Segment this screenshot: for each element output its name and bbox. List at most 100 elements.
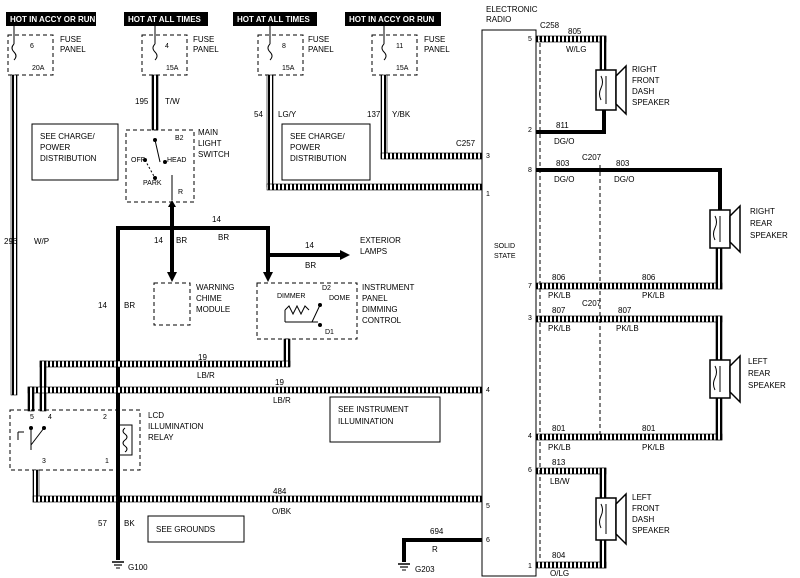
arrow-chime: [167, 272, 177, 282]
svg-text:STATE: STATE: [494, 253, 516, 260]
svg-text:14: 14: [305, 241, 314, 250]
svg-text:R: R: [178, 189, 183, 196]
svg-text:PANEL: PANEL: [193, 45, 219, 54]
svg-text:PANEL: PANEL: [60, 45, 86, 54]
svg-text:195: 195: [135, 97, 149, 106]
speaker-left-front: LEFT FRONT DASH SPEAKER: [595, 492, 670, 546]
svg-text:1: 1: [486, 191, 490, 198]
svg-text:SPEAKER: SPEAKER: [748, 381, 786, 390]
svg-text:3: 3: [42, 458, 46, 465]
svg-text:DOME: DOME: [329, 295, 350, 302]
svg-text:HOT IN ACCY OR RUN: HOT IN ACCY OR RUN: [349, 15, 435, 24]
svg-text:LAMPS: LAMPS: [360, 247, 387, 256]
svg-text:5: 5: [528, 36, 532, 43]
svg-text:REAR: REAR: [748, 369, 770, 378]
svg-text:RELAY: RELAY: [148, 433, 174, 442]
svg-text:SOLID: SOLID: [494, 243, 515, 250]
arrow-exterior: [340, 250, 350, 260]
svg-text:LIGHT: LIGHT: [198, 139, 222, 148]
svg-text:FUSE: FUSE: [308, 35, 329, 44]
svg-text:6: 6: [528, 467, 532, 474]
svg-text:BK: BK: [124, 519, 135, 528]
dimming-control: DIMMER D2 DOME D1 INSTRUMENT PANEL DIMMI…: [256, 282, 415, 340]
svg-text:DISTRIBUTION: DISTRIBUTION: [290, 154, 347, 163]
svg-text:PK/LB: PK/LB: [548, 324, 571, 333]
svg-text:811: 811: [556, 121, 569, 130]
svg-text:DASH: DASH: [632, 87, 654, 96]
svg-text:15A: 15A: [166, 65, 179, 72]
svg-text:D2: D2: [322, 285, 331, 292]
svg-text:11: 11: [396, 43, 403, 50]
svg-text:3: 3: [528, 315, 532, 322]
svg-text:296: 296: [4, 237, 18, 246]
svg-text:4: 4: [48, 414, 52, 421]
svg-text:FUSE: FUSE: [424, 35, 445, 44]
svg-text:G100: G100: [128, 563, 148, 572]
svg-text:W/LG: W/LG: [566, 45, 586, 54]
lcd-illumination-relay: 5 4 2 3 1 LCD ILLUMINATION RELAY: [9, 409, 204, 471]
arrow-dimmer: [263, 272, 273, 282]
ground-g203: G203: [398, 538, 482, 574]
svg-text:807: 807: [618, 306, 632, 315]
svg-text:PARK: PARK: [143, 180, 162, 187]
arrow-switch: [168, 200, 176, 207]
svg-text:ILLUMINATION: ILLUMINATION: [338, 417, 394, 426]
svg-text:54: 54: [254, 110, 263, 119]
svg-text:MAIN: MAIN: [198, 128, 218, 137]
svg-text:FRONT: FRONT: [632, 504, 660, 513]
svg-text:O/BK: O/BK: [272, 507, 292, 516]
electronic-radio: ELECTRONIC RADIO SOLID STATE 5 2 3 1 8 7…: [481, 5, 538, 577]
svg-text:DISTRIBUTION: DISTRIBUTION: [40, 154, 97, 163]
svg-text:FUSE: FUSE: [60, 35, 81, 44]
svg-text:PK/LB: PK/LB: [616, 324, 639, 333]
svg-text:DG/O: DG/O: [554, 175, 574, 184]
fuse-4: 4 15A FUSE PANEL: [141, 26, 219, 76]
svg-text:6: 6: [30, 43, 34, 50]
svg-text:SPEAKER: SPEAKER: [750, 231, 788, 240]
header-2: HOT AT ALL TIMES: [124, 12, 208, 26]
svg-text:PANEL: PANEL: [424, 45, 450, 54]
svg-text:PK/LB: PK/LB: [642, 291, 665, 300]
svg-text:W/P: W/P: [34, 237, 49, 246]
svg-text:806: 806: [552, 273, 566, 282]
header-4: HOT IN ACCY OR RUN: [345, 12, 441, 26]
svg-text:5: 5: [486, 503, 490, 510]
svg-text:BR: BR: [218, 233, 229, 242]
svg-text:15A: 15A: [396, 65, 409, 72]
svg-text:HOT IN ACCY OR RUN: HOT IN ACCY OR RUN: [10, 15, 96, 24]
wire-19: [27, 338, 483, 412]
svg-text:1: 1: [105, 458, 109, 465]
svg-text:8: 8: [528, 167, 532, 174]
svg-text:801: 801: [642, 424, 656, 433]
svg-text:C207: C207: [582, 153, 602, 162]
svg-text:CHIME: CHIME: [196, 294, 222, 303]
svg-text:RADIO: RADIO: [486, 15, 511, 24]
svg-text:484: 484: [273, 487, 287, 496]
svg-text:R: R: [432, 545, 438, 554]
svg-text:MODULE: MODULE: [196, 305, 230, 314]
fuse-6: 6 20A FUSE PANEL: [7, 26, 86, 76]
svg-text:4: 4: [165, 43, 169, 50]
svg-text:EXTERIOR: EXTERIOR: [360, 236, 401, 245]
speaker-wires: [535, 35, 723, 569]
svg-text:PANEL: PANEL: [362, 294, 388, 303]
svg-text:RIGHT: RIGHT: [750, 207, 775, 216]
svg-text:DG/O: DG/O: [554, 137, 574, 146]
svg-text:803: 803: [556, 159, 570, 168]
svg-text:INSTRUMENT: INSTRUMENT: [362, 283, 415, 292]
svg-text:PK/LB: PK/LB: [548, 443, 571, 452]
svg-text:HOT AT ALL TIMES: HOT AT ALL TIMES: [237, 15, 311, 24]
svg-text:LEFT: LEFT: [748, 357, 768, 366]
wire-296: [10, 74, 18, 396]
svg-text:BR: BR: [176, 236, 187, 245]
svg-text:813: 813: [552, 458, 566, 467]
svg-text:C257: C257: [456, 139, 476, 148]
svg-text:WARNING: WARNING: [196, 283, 234, 292]
svg-text:4: 4: [528, 433, 532, 440]
speaker-right-front: RIGHT FRONT DASH SPEAKER: [595, 64, 670, 116]
svg-text:PK/LB: PK/LB: [548, 291, 571, 300]
svg-text:14: 14: [212, 215, 221, 224]
svg-text:SPEAKER: SPEAKER: [632, 98, 670, 107]
svg-text:LB/R: LB/R: [197, 371, 215, 380]
